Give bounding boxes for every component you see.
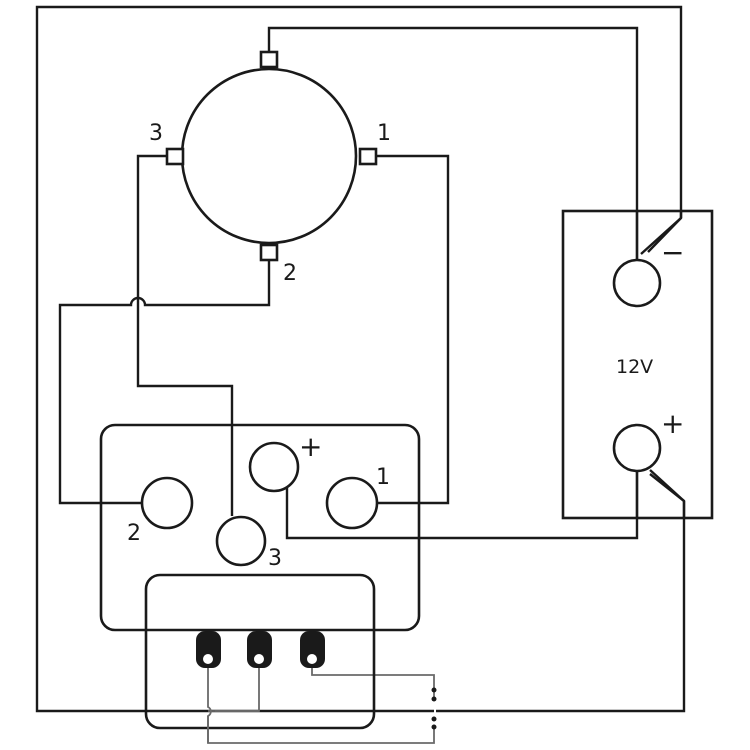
solenoid-terminal-plus <box>248 441 300 493</box>
motor-label-2: 2 <box>283 261 297 286</box>
connector-pin-right <box>300 631 325 668</box>
battery-voltage-label: 12V <box>616 356 653 378</box>
motor-label-3: 3 <box>149 121 163 146</box>
motor-label-1: 1 <box>377 121 391 146</box>
solenoid-terminal-2 <box>140 476 194 530</box>
connector-pin-middle <box>247 631 272 668</box>
solenoid-label-1: 1 <box>376 465 390 490</box>
solenoid-body <box>99 423 421 632</box>
battery: − + 12V <box>561 209 714 520</box>
motor-terminal-2 <box>259 243 279 262</box>
switch-contact-lower-2 <box>431 724 437 730</box>
motor: 1 3 2 <box>149 50 391 286</box>
battery-positive-sign: + <box>661 407 684 440</box>
solenoid: + 2 1 3 <box>99 423 421 730</box>
motor-body <box>180 67 358 245</box>
battery-positive-terminal <box>612 423 662 473</box>
motor-terminal-3 <box>165 147 185 166</box>
battery-negative-sign: − <box>661 236 684 269</box>
switch-contact-upper-2 <box>431 696 437 702</box>
wire-pin-middle-to-ground <box>215 661 260 712</box>
wire-motor-1-to-solenoid-1 <box>375 154 450 505</box>
solenoid-label-2: 2 <box>127 521 141 546</box>
switch-contact-lower-1 <box>431 716 437 722</box>
switch-contact-upper-1 <box>431 687 437 693</box>
solenoid-terminal-3 <box>215 515 267 567</box>
solenoid-label-3: 3 <box>268 546 282 571</box>
connector-pin-left <box>196 631 221 668</box>
wire-battery-plus-to-switch <box>436 473 686 713</box>
wire-pin-left-to-switch <box>207 661 435 744</box>
wire-motor-2-to-solenoid-2 <box>58 260 271 505</box>
wire-outer-loop <box>35 5 683 713</box>
motor-terminal-1 <box>358 147 378 166</box>
battery-negative-terminal <box>612 258 662 308</box>
solenoid-label-plus: + <box>299 430 322 463</box>
motor-terminal-top <box>259 50 279 69</box>
battery-outer-diag <box>647 217 682 253</box>
battery-pos-diag <box>649 469 685 502</box>
control-switch <box>431 687 437 730</box>
solenoid-terminal-1 <box>325 476 379 530</box>
wire-motor-top-to-battery-neg <box>267 26 639 262</box>
solenoid-connector-block <box>144 573 376 730</box>
wire-motor-3-to-solenoid-3 <box>136 154 234 516</box>
